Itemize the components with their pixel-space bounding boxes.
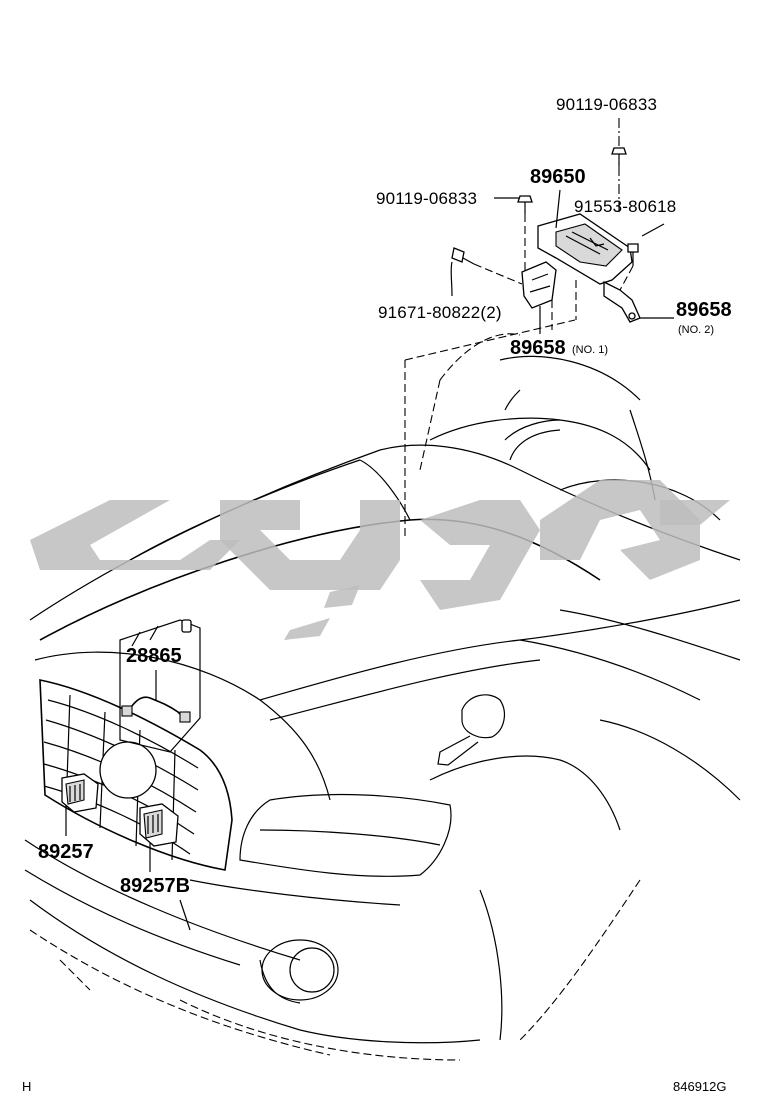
bolt-icon — [451, 247, 475, 265]
callout-bracket-no2-note: (NO. 2) — [678, 324, 714, 336]
bolt-icon — [517, 195, 533, 214]
callout-bracket-no1: 89658 — [510, 337, 566, 359]
callout-bolt-top: 90119-06833 — [556, 95, 657, 114]
watermark-logo — [30, 480, 730, 640]
corner-mark: H — [22, 1079, 31, 1094]
callout-wire-harness: 28865 — [126, 645, 182, 667]
callout-screw-right: 91553-80618 — [574, 197, 676, 216]
callout-bolt-lower: 91671-80822(2) — [378, 303, 502, 322]
callout-bracket-no2: 89658 — [676, 299, 732, 321]
bolt-icon — [611, 147, 627, 166]
sensor-89257b — [139, 803, 179, 847]
callout-sensor-left: 89257 — [38, 841, 94, 863]
callout-main-part: 89650 — [530, 166, 586, 188]
callout-sensor-right: 89257B — [120, 875, 190, 897]
callout-bracket-no1-note: (NO. 1) — [572, 344, 608, 356]
wire-harness — [119, 619, 201, 753]
figure-code: 846912G — [673, 1079, 727, 1094]
vehicle-outline — [24, 319, 741, 1061]
screw-icon — [627, 243, 639, 266]
sensor-89257 — [61, 773, 99, 813]
callout-bolt-left: 90119-06833 — [376, 189, 477, 208]
ecu-assembly — [451, 118, 641, 330]
callout-labels: 90119-06833 89650 90119-06833 91553-8061… — [38, 95, 732, 897]
